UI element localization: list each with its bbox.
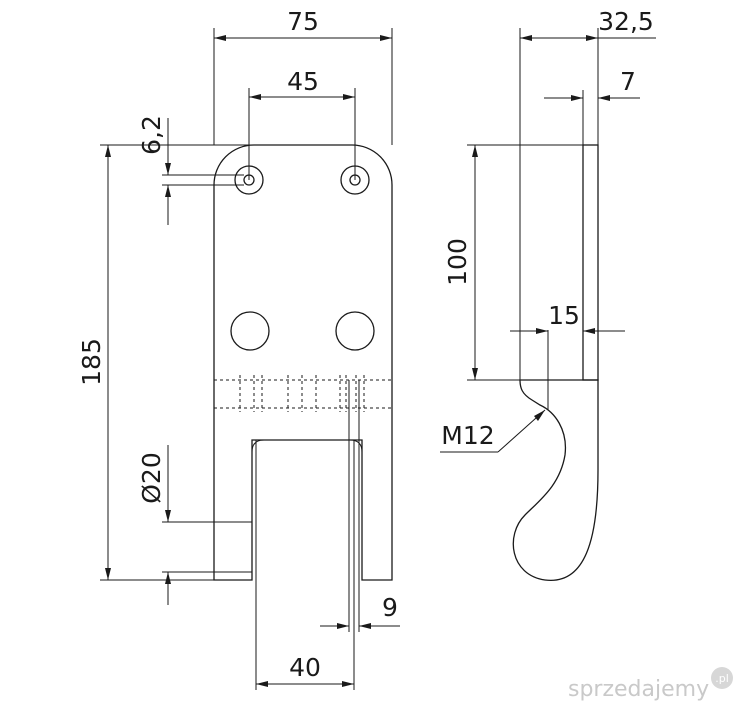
dim-40: 40 [255,440,355,690]
dim-6-2: 6,2 [137,115,244,225]
dim-9: 9 [320,380,400,632]
large-hole-left [230,311,270,351]
dim-15-label: 15 [548,301,580,330]
dim-45-label: 45 [287,67,319,96]
plate-outline [213,144,393,581]
dim-m12-label: M12 [441,421,494,450]
dim-9-label: 9 [382,593,398,622]
watermark-tld: .pl [715,672,729,685]
watermark-text: sprzedajemy [568,677,709,702]
dim-dia-20: Ø20 [137,445,252,605]
hook-body [512,379,599,581]
dim-185-label: 185 [77,338,106,386]
front-view: 75 45 6,2 185 [77,7,400,690]
dim-dia-20-label: Ø20 [137,452,166,504]
watermark-badge [711,667,733,689]
dim-75-label: 75 [287,7,319,36]
side-view: 32,5 7 100 15 [440,7,656,581]
dim-75: 75 [213,7,393,145]
dim-100: 100 [443,144,583,381]
dim-7-label: 7 [620,67,636,96]
dim-15: 15 [510,301,625,410]
slot-inner-edge [251,439,363,580]
dim-32-5: 32,5 [519,7,656,380]
dim-100-label: 100 [443,238,472,286]
dim-m12: M12 [440,409,546,453]
dim-6-2-label: 6,2 [137,115,166,155]
dim-32-5-label: 32,5 [598,7,654,36]
large-hole-right [335,311,375,351]
dim-40-label: 40 [289,653,321,682]
dim-7: 7 [544,67,640,145]
dim-185: 185 [77,144,250,581]
watermark: sprzedajemy .pl [568,667,733,702]
dim-45: 45 [248,67,356,180]
side-plate [582,144,599,381]
